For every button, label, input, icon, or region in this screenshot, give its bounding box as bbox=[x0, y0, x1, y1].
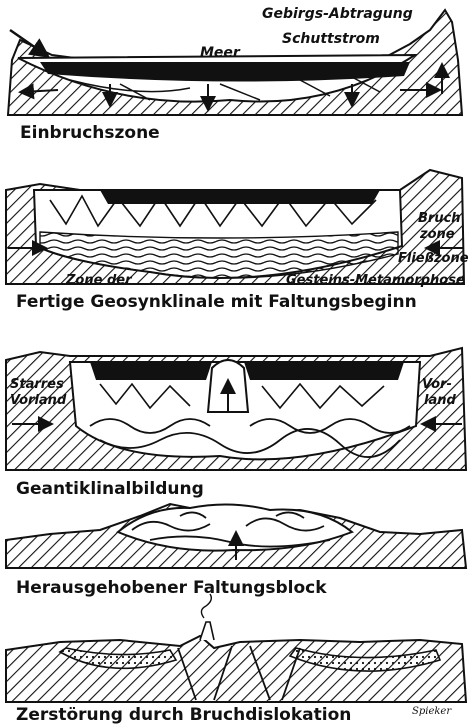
panel-2-geosynklinale: Bruch zone Fließzone Zone der Gesteins-M… bbox=[6, 170, 469, 312]
label-break-zone-2: zone bbox=[419, 227, 455, 242]
label-sea: Meer bbox=[200, 45, 241, 61]
panel-5-caption: Zerstörung durch Bruchdislokation bbox=[16, 705, 351, 725]
panel-3-caption: Geantiklinalbildung bbox=[16, 479, 204, 499]
panel-3-geantiklinal: Starres Vorland Vor- land Geantiklinalbi… bbox=[6, 348, 466, 499]
label-metamorphosis: Gesteins-Metamorphose bbox=[286, 273, 465, 288]
panel-3-sea-right bbox=[244, 362, 404, 380]
panel-4-caption: Herausgehobener Faltungsblock bbox=[16, 578, 327, 598]
panel-2-caption: Fertige Geosynklinale mit Faltungsbeginn bbox=[16, 292, 417, 312]
label-erosion: Gebirgs-Abtragung bbox=[262, 6, 413, 22]
label-debris: Schuttstrom bbox=[282, 31, 380, 47]
panel-5-volcano bbox=[200, 622, 214, 640]
label-rigid-foreland-2: Vorland bbox=[10, 393, 67, 408]
label-rigid-foreland-1: Starres bbox=[10, 377, 64, 392]
artist-signature: Spieker bbox=[412, 706, 452, 717]
label-foreland-1: Vor- bbox=[422, 377, 452, 392]
label-foreland-2: land bbox=[424, 393, 456, 408]
label-zone-of: Zone der bbox=[65, 273, 133, 288]
panel-3-sea-left bbox=[90, 362, 212, 380]
panel-5-bruchdislokation: Zerstörung durch Bruchdislokation Spieke… bbox=[6, 594, 466, 725]
panel-4-faltungsblock: Herausgehobener Faltungsblock bbox=[6, 504, 466, 598]
label-break-zone-1: Bruch bbox=[418, 211, 461, 226]
label-flow-zone: Fließzone bbox=[398, 251, 469, 266]
panel-1-caption: Einbruchszone bbox=[20, 123, 160, 143]
panel-1-einbruchszone: Meer Gebirgs-Abtragung Schuttstrom Einbr… bbox=[8, 6, 462, 143]
